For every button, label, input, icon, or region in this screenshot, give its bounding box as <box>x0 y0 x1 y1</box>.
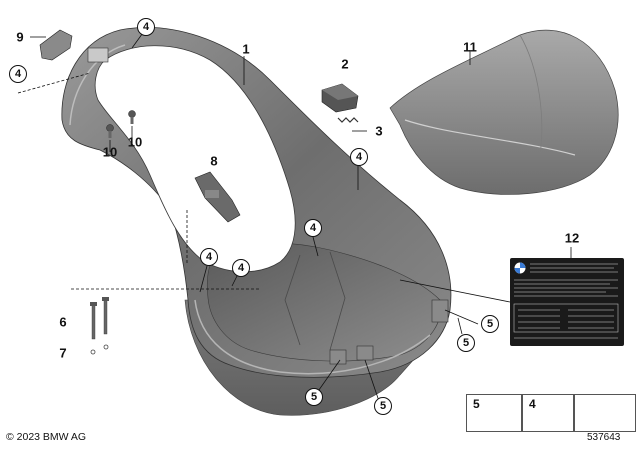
part-label-3: 3 <box>375 123 383 139</box>
part-label-8: 8 <box>210 153 218 169</box>
callout-5-right-upper: 5 <box>481 315 499 333</box>
legend-item-4: 4 <box>522 394 574 432</box>
leader-lines <box>17 29 572 408</box>
part-label-1: 1 <box>242 41 250 57</box>
part-label-9: 9 <box>16 29 24 45</box>
legend-number: 5 <box>473 397 480 411</box>
callout-4-center: 4 <box>304 219 322 237</box>
lock-block <box>321 83 359 113</box>
info-label-plate <box>510 258 624 346</box>
callout-5-bottom-left: 5 <box>305 388 323 406</box>
spring <box>337 117 359 123</box>
part-label-2: 2 <box>341 56 349 72</box>
part-label-6: 6 <box>59 314 67 330</box>
part-label-11: 11 <box>463 39 477 55</box>
clips-7 <box>90 344 109 355</box>
bolts-6 <box>90 297 109 340</box>
callout-4-left: 4 <box>9 65 27 83</box>
callout-5-right-lower: 5 <box>457 334 475 352</box>
label-plate-graphic <box>513 262 619 339</box>
bracket-8 <box>194 171 241 223</box>
callout-5-bottom-right: 5 <box>374 397 392 415</box>
storage-compartment <box>61 27 452 416</box>
part-label-12: 12 <box>564 230 580 246</box>
legend-item-5: 5 <box>466 394 522 432</box>
part-label-7: 7 <box>59 345 67 361</box>
part-label-10-right: 10 <box>127 134 143 150</box>
callout-4-right: 4 <box>350 148 368 166</box>
callout-4-top: 4 <box>137 18 155 36</box>
callout-4-lower: 4 <box>232 259 250 277</box>
diagram-number: 537643 <box>587 432 621 443</box>
tray-insert <box>389 29 619 195</box>
part-label-10-left: 10 <box>102 144 118 160</box>
legend-number: 4 <box>529 397 536 411</box>
copyright-text: © 2023 BMW AG <box>6 431 87 443</box>
screws-10 <box>106 110 136 138</box>
legend-arrow-box <box>574 394 636 432</box>
callout-4-lower-left: 4 <box>200 248 218 266</box>
bracket-9 <box>39 29 73 61</box>
